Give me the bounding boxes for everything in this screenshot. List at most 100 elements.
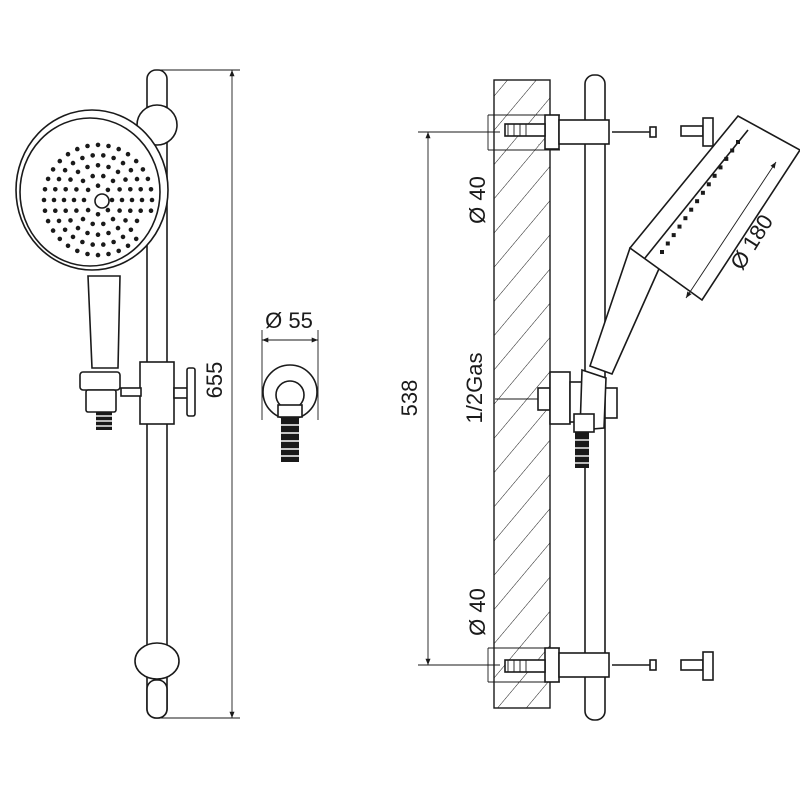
nozzle-dot [45,176,51,182]
nozzle-dot [128,187,133,192]
nozzle-dot [140,167,146,172]
nozzle-dot [68,177,73,182]
slider-block [139,361,175,425]
nozzle-dot [95,163,101,168]
nozzle-dot [125,151,131,157]
nozzle-dot [139,197,145,203]
nozzle-dot [70,160,76,166]
nozzle-dot [75,146,80,152]
nozzle-dot [95,183,101,188]
nozzle-dot [50,167,56,172]
nozzle-dot [116,146,121,152]
hose-connector-front [96,412,112,430]
bottom-wall-bracket [134,642,180,680]
side-nozzle-mark [730,148,735,153]
nozzle-dot [116,248,121,254]
nozzle-dot [74,187,79,192]
nozzle-dot [85,164,90,170]
nozzle-dot [117,208,122,213]
side-nozzle-mark [677,224,682,229]
nozzle-dot [110,178,116,184]
nozzle-dot [109,197,115,203]
dim-thread: 1/2Gas [462,353,487,424]
nozzle-dot [42,187,48,192]
side-section-view: Ø 40 538 1/2Gas Ø 40 Ø 180 [397,74,800,721]
hand-shower-head-front [15,109,169,271]
dim-connector-diameter: Ø 55 [265,308,313,333]
nozzle-dot [101,173,106,179]
side-nozzle-mark [700,190,705,195]
nozzle-dot [70,234,76,240]
nozzle-dot [125,243,131,249]
spray-nozzles [41,142,155,258]
nozzle-dot [41,197,47,203]
nozzle-dot [134,218,140,224]
side-nozzle-mark [671,233,676,238]
nozzle-dot [105,207,111,213]
nozzle-dot [123,177,128,182]
nozzle-dot [145,176,151,182]
nozzle-dot [50,228,56,233]
hand-shower-side [588,114,800,376]
nozzle-dot [45,218,51,224]
nozzle-dot [101,153,106,158]
dim-total-height: 655 [202,362,227,399]
nozzle-dot [63,208,68,213]
top-bracket-side [504,114,657,150]
nozzle-dot [80,178,86,184]
nozzle-dot [120,160,126,166]
nozzle-dot [90,242,95,247]
nozzle-dot [106,230,111,236]
nozzle-dot [128,227,134,233]
nozzle-dot [123,218,128,223]
nozzle-dot [57,236,63,242]
side-nozzle-mark [706,182,711,187]
shower-handle [87,275,121,369]
side-nozzle-mark [718,165,723,170]
nozzle-dot [75,225,81,231]
nozzle-dot [63,187,68,192]
nozzle-dot [62,227,68,233]
dim-bracket-spacing: 538 [397,380,422,417]
nozzle-dot [90,221,95,227]
nozzle-dot [95,142,101,148]
front-view: 655 [15,69,240,719]
side-nozzle-mark [724,156,729,161]
nozzle-dot [65,243,71,249]
nozzle-dot [133,158,139,164]
side-nozzle-mark [665,241,670,246]
nozzle-dot [53,187,58,192]
nozzle-dot [95,212,101,217]
nozzle-dot [75,169,81,175]
nozzle-dot [85,251,90,257]
nozzle-dot [42,208,48,213]
dim-bracket-bottom: Ø 40 [465,588,490,636]
nozzle-dot [74,208,79,213]
nozzle-dot [120,234,126,240]
nozzle-dot [134,176,140,182]
nozzle-dot [56,218,62,224]
side-nozzle-mark [695,199,700,204]
side-nozzle-mark [712,173,717,178]
nozzle-dot [68,218,73,223]
nozzle-dot [129,197,135,203]
nozzle-dot [101,221,106,227]
top-bracket-cap [680,117,714,147]
nozzle-dot [57,158,63,164]
nozzle-dot [85,207,91,213]
nozzle-dot [148,208,154,213]
nozzle-dot [81,197,87,203]
dim-bracket-top: Ø 40 [465,176,490,224]
nozzle-dot [138,187,143,192]
nozzle-dot [111,239,116,245]
nozzle-dot [115,169,121,175]
wall-outlet-view: Ø 55 [261,308,319,462]
side-nozzle-mark [660,250,664,254]
nozzle-dot [85,143,90,149]
nozzle-dot [56,176,62,182]
nozzle-dot [85,187,91,193]
nozzle-dot [80,239,85,245]
nozzle-dot [110,216,116,222]
nozzle-dot [149,197,155,203]
